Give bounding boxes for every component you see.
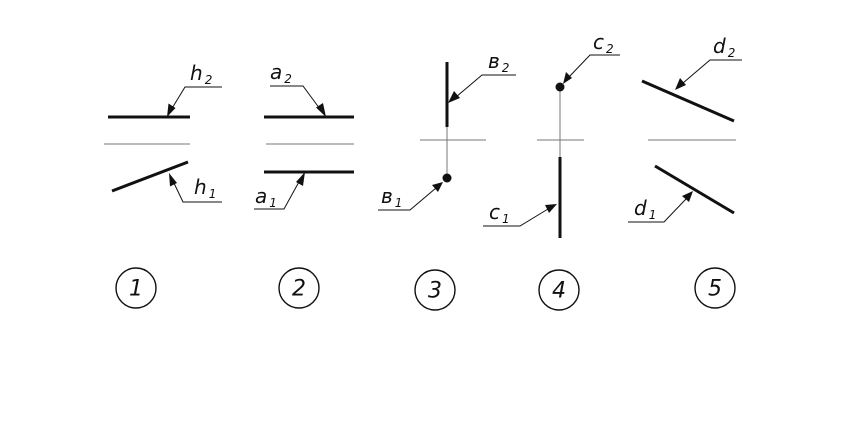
arrow-c2 [563,72,572,84]
diagram-number-circle-1 [115,267,157,309]
leader-c2 [567,54,620,79]
leader-d2 [682,59,742,84]
diagram-number-2: 2 [292,277,306,302]
leader-c1 [483,208,549,227]
diagram-number-circle-2 [278,267,320,309]
diagram-number-1: 1 [129,277,143,302]
leader-d1 [628,198,687,223]
arrow-c1 [545,204,557,213]
arrow-a1 [296,172,305,186]
diagram-number-3: 3 [428,279,442,304]
arrow-h1 [169,173,177,187]
arrow-d2 [675,78,686,90]
arrow-h2 [167,103,176,117]
arrow-a2 [316,103,326,117]
arrow-d1 [682,191,693,202]
diagram-number-circle-3 [414,269,456,311]
leader-a2 [270,85,321,110]
leader-b2 [455,74,516,98]
arrow-b2 [448,91,460,103]
leader-b1 [378,187,437,211]
leader-h1 [172,180,222,203]
projection-d2 [641,79,735,123]
leader-h2 [170,86,222,111]
diagram-number-4: 4 [552,279,566,304]
diagram-number-circle-4 [538,269,580,311]
projection-h1 [111,160,189,193]
arrow-b1 [432,182,443,192]
diagram-number-circle-5 [694,267,736,309]
projection-b1-point [442,173,452,183]
projection-c2-point [555,82,565,92]
diagram-number-5: 5 [708,277,722,302]
leader-a1 [254,179,301,210]
projection-d1 [654,164,735,215]
